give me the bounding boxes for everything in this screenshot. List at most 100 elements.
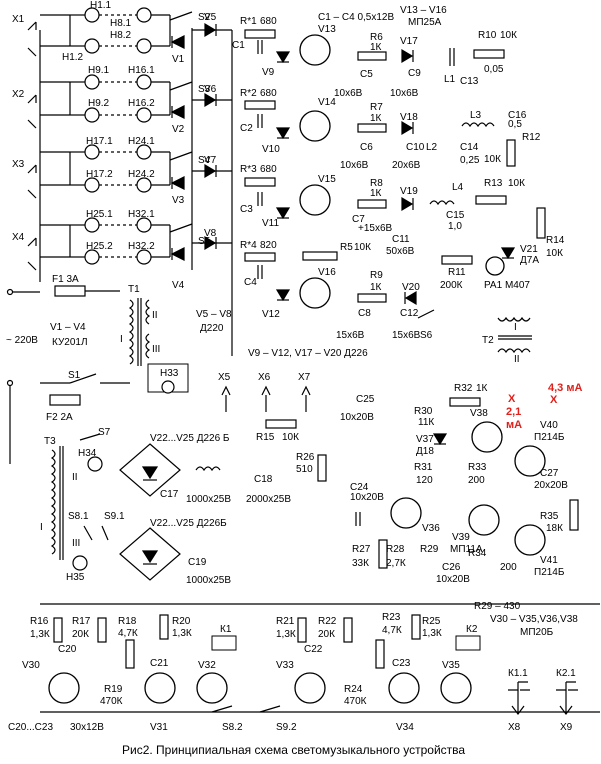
svg-text:1000х25В: 1000х25В (186, 575, 231, 586)
transistor-v16 (299, 277, 331, 309)
switch-s1[interactable]: S1 (40, 370, 97, 384)
svg-text:S6: S6 (420, 330, 433, 341)
svg-text:C19: C19 (188, 557, 207, 568)
connector-x9-label: X9 (560, 722, 573, 733)
lamp-h16-2-label: H16.2 (128, 98, 155, 109)
transistor-v31 (144, 672, 176, 704)
svg-text:V10: V10 (262, 144, 280, 155)
tr-type-label: МП25А (408, 17, 442, 28)
lamp-h16-1 (136, 74, 152, 90)
svg-text:R24: R24 (344, 684, 363, 695)
thyristor-type: КУ201Л (52, 337, 88, 348)
lamp-h34: H34 (78, 448, 103, 472)
svg-text:C13: C13 (460, 76, 479, 87)
svg-text:L1: L1 (444, 74, 456, 85)
svg-text:10К: 10К (508, 178, 525, 189)
thyristor-v1: V1 (170, 35, 185, 65)
connector-x7-label: X7 (298, 372, 311, 383)
svg-text:18К: 18К (546, 523, 563, 534)
svg-text:R33: R33 (468, 462, 487, 473)
switch-s2[interactable]: S2 (169, 11, 211, 23)
lamp-group-x1: X1 H1.1 H8.1 H1.2 H8.2 (12, 0, 171, 63)
switch-s7[interactable]: S7 (79, 427, 111, 441)
svg-text:S9.2: S9.2 (276, 722, 297, 733)
svg-text:C5: C5 (360, 69, 373, 80)
svg-text:C26: C26 (442, 562, 461, 573)
svg-text:V8: V8 (204, 228, 217, 239)
svg-text:R27: R27 (352, 544, 371, 555)
svg-text:0,25: 0,25 (460, 155, 480, 166)
svg-text:1,3К: 1,3К (422, 628, 442, 639)
svg-text:11К: 11К (418, 417, 434, 428)
diode-v5: V5 (192, 12, 232, 38)
svg-text:R*2: R*2 (240, 88, 257, 99)
switch-s8-1[interactable]: S8.1 (68, 511, 93, 541)
lamp-h24-1 (136, 144, 152, 160)
svg-text:II: II (152, 310, 158, 321)
svg-text:V16: V16 (318, 267, 336, 278)
transistor-v39 (468, 504, 500, 536)
lamp-h17-2-label: H17.2 (86, 169, 113, 180)
svg-text:III: III (72, 538, 80, 549)
switch-s3[interactable]: S3 (169, 81, 211, 95)
svg-text:V33: V33 (276, 660, 294, 671)
connector-x8-label: X8 (508, 722, 521, 733)
svg-text:S8.2: S8.2 (222, 722, 243, 733)
svg-text:H35: H35 (66, 572, 85, 583)
svg-text:П214Б: П214Б (534, 567, 565, 578)
switch-s6[interactable]: S6 (417, 309, 435, 341)
switch-s9-1[interactable]: S9.1 (101, 511, 125, 541)
cross-mark-1: X (550, 394, 558, 406)
svg-text:33К: 33К (352, 558, 369, 569)
lamp-h24-2-label: H24.2 (128, 169, 155, 180)
svg-text:S8.1: S8.1 (68, 511, 89, 522)
svg-text:III: III (152, 344, 160, 355)
transistor-v41 (514, 524, 546, 556)
svg-text:V13: V13 (318, 24, 336, 35)
switch-s4[interactable]: S4 (169, 151, 211, 166)
connector-x4-label: X4 (12, 232, 25, 243)
svg-text:V7: V7 (204, 155, 217, 166)
lamp-group-x4: X4 H25.1 H32.1 H25.2 H32.2 (12, 209, 171, 271)
svg-text:C25: C25 (356, 394, 375, 405)
svg-text:R32: R32 (454, 383, 473, 394)
svg-text:I: I (514, 322, 517, 333)
svg-text:820: 820 (260, 240, 277, 251)
connector-x3-label: X3 (12, 159, 25, 170)
svg-text:К1: К1 (220, 624, 232, 635)
svg-text:1,3К: 1,3К (172, 628, 192, 639)
svg-text:V38: V38 (470, 408, 488, 419)
svg-text:10К: 10К (282, 432, 299, 443)
svg-text:R31: R31 (414, 462, 433, 473)
svg-text:470К: 470К (344, 696, 367, 707)
svg-text:V30: V30 (22, 660, 40, 671)
svg-text:R35: R35 (540, 511, 559, 522)
svg-text:V3: V3 (172, 195, 185, 206)
svg-text:МП11А: МП11А (450, 544, 483, 555)
switch-s5[interactable]: S5 (169, 223, 211, 247)
svg-text:Д18: Д18 (416, 446, 434, 457)
fuse-f1: F1 3А (52, 274, 86, 297)
svg-text:S7: S7 (98, 427, 111, 438)
connector-x1-label: X1 (12, 14, 25, 25)
lamp-h8-2-label: H8.2 (110, 30, 132, 41)
switch-s8-2[interactable]: S8.2 (211, 705, 243, 733)
svg-text:R17: R17 (72, 616, 91, 627)
svg-text:C18: C18 (254, 474, 273, 485)
svg-text:10х6В: 10х6В (334, 88, 363, 99)
svg-text:C23: C23 (392, 658, 411, 669)
svg-text:1,0: 1,0 (448, 221, 462, 232)
connector-x2-label: X2 (12, 89, 25, 100)
svg-text:R18: R18 (118, 616, 137, 627)
tr-group-label: V13 – V16 (400, 5, 447, 16)
svg-text:C1: C1 (232, 40, 245, 51)
connector-x5-label: X5 (218, 372, 231, 383)
svg-text:V20: V20 (402, 282, 420, 293)
switch-s9-2[interactable]: S9.2 (259, 705, 297, 733)
svg-text:2000х25В: 2000х25В (246, 494, 291, 505)
lamp-h32-2-label: H32.2 (128, 241, 155, 252)
svg-text:T1: T1 (128, 284, 140, 295)
svg-text:680: 680 (260, 164, 277, 175)
